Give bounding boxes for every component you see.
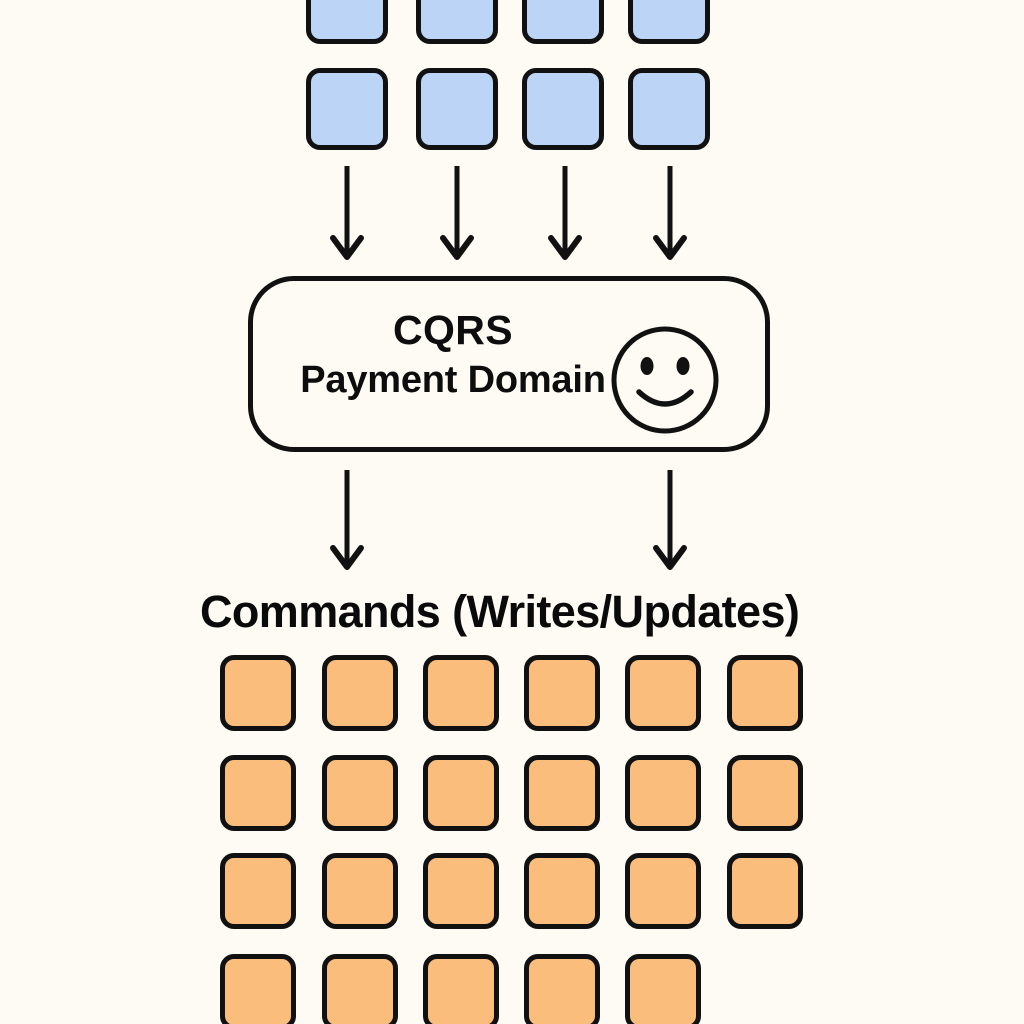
arrow-head <box>330 545 364 570</box>
orange-tile <box>625 655 701 731</box>
arrows-into-domain <box>330 166 687 260</box>
orange-tile <box>524 755 600 831</box>
blue-tile <box>628 0 710 44</box>
smiley-eye-left <box>640 357 654 375</box>
smiley-eye-right <box>676 357 690 375</box>
cqrs-payment-domain-box[interactable]: CQRS Payment Domain <box>248 276 770 452</box>
orange-tile <box>625 853 701 929</box>
orange-tile <box>322 853 398 929</box>
arrow-head <box>548 235 582 260</box>
smiley-mouth <box>636 389 694 407</box>
blue-tile <box>306 68 388 150</box>
blue-tile <box>416 68 498 150</box>
orange-tile <box>727 853 803 929</box>
blue-tile <box>306 0 388 44</box>
arrow-head <box>653 235 687 260</box>
orange-tile <box>220 954 296 1024</box>
orange-tile <box>423 853 499 929</box>
orange-tile <box>524 655 600 731</box>
orange-tile <box>625 954 701 1024</box>
orange-tile <box>524 954 600 1024</box>
blue-tile <box>628 68 710 150</box>
domain-title: CQRS <box>392 307 514 353</box>
orange-tile <box>727 655 803 731</box>
smiley-outline <box>611 326 719 434</box>
arrow-head <box>330 235 364 260</box>
arrow-head <box>440 235 474 260</box>
arrow-head <box>653 545 687 570</box>
blue-tile <box>416 0 498 44</box>
smiley-face-icon <box>611 326 719 434</box>
orange-tile <box>220 853 296 929</box>
orange-tile <box>423 755 499 831</box>
orange-tile <box>322 655 398 731</box>
orange-tile <box>423 954 499 1024</box>
commands-label: Commands (Writes/Updates) <box>200 586 800 637</box>
orange-tile <box>322 954 398 1024</box>
orange-tile <box>423 655 499 731</box>
arrows-out-of-domain <box>330 470 687 570</box>
orange-tile <box>524 853 600 929</box>
orange-tile <box>625 755 701 831</box>
domain-subtitle: Payment Domain <box>300 359 606 401</box>
orange-tile <box>220 655 296 731</box>
orange-tile <box>727 755 803 831</box>
orange-tile <box>220 755 296 831</box>
blue-tile <box>522 68 604 150</box>
blue-tile <box>522 0 604 44</box>
orange-tile <box>322 755 398 831</box>
